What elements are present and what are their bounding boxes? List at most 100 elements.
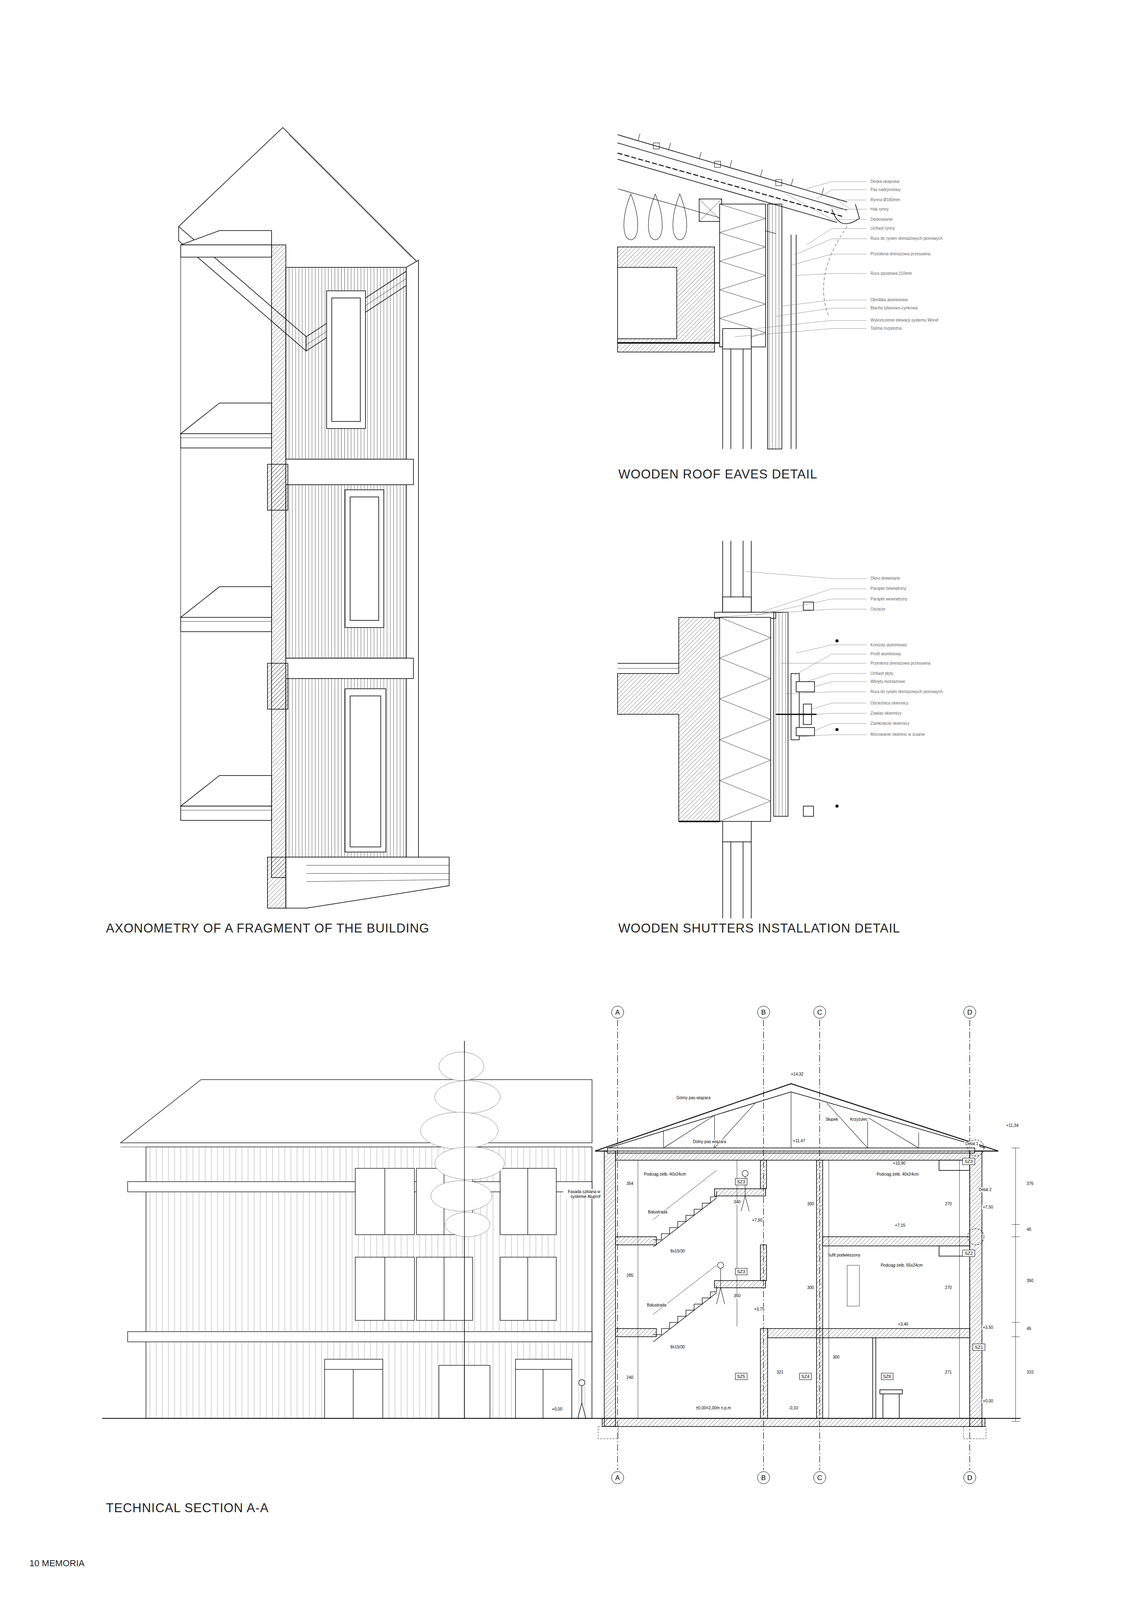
eaves-detail — [729, 160, 732, 168]
level-mark: +7,50 — [751, 1218, 764, 1224]
elevation — [542, 1369, 544, 1419]
element-note: Górny pas wiązara — [675, 1095, 712, 1101]
dimension-label: 8x15/30 — [669, 1249, 686, 1254]
elevation — [420, 1112, 499, 1150]
section-a-a — [1011, 1224, 1020, 1226]
eaves-detail — [699, 198, 722, 222]
shutters-detail — [617, 540, 867, 919]
drawing-caption: WOODEN ROOF EAVES DETAIL — [617, 467, 819, 482]
eaves-detail — [653, 142, 660, 149]
axonometry — [180, 257, 181, 434]
shutters-detail — [730, 842, 732, 919]
eaves-detail — [714, 161, 721, 168]
leader-label: Konsola aluminiowa — [869, 642, 908, 648]
axonometry — [180, 621, 272, 622]
node-text: D — [967, 1009, 973, 1017]
elevation — [352, 1369, 354, 1419]
element-tag: SZ3 — [734, 1178, 747, 1186]
eaves-detail — [794, 238, 867, 255]
elevation — [127, 1332, 593, 1343]
elevation — [581, 1386, 582, 1404]
shutters-detail — [775, 714, 817, 716]
leader-label: Zawias okiennicy — [869, 711, 903, 717]
leader-label: Mocowanie okiennic w ścianie — [869, 732, 926, 738]
node-text: SZ6 — [882, 1374, 891, 1380]
section-a-a — [1011, 1322, 1020, 1324]
node-text: SZ2 — [964, 1251, 973, 1256]
dimension-label: 321 — [775, 1370, 785, 1376]
shutters-detail — [780, 663, 867, 664]
section-a-a — [716, 1170, 749, 1305]
grid-axis-marker: D — [963, 1471, 976, 1485]
shutters-detail — [796, 644, 867, 654]
level-mark: +3,75 — [753, 1307, 766, 1313]
leader-label: Deskowanie — [869, 217, 894, 223]
dimension-label: 360 — [732, 1293, 742, 1299]
shutters-detail — [719, 617, 771, 822]
elevation — [430, 1180, 492, 1212]
leader-label: Parapet zewnętrzny — [869, 586, 908, 592]
elevation — [355, 1168, 415, 1235]
eaves-detail — [722, 328, 752, 349]
section-a-a — [867, 1117, 919, 1149]
eaves-detail — [823, 226, 847, 317]
level-mark: +3,40 — [897, 1322, 910, 1328]
leader-label: Wykończenie elewacji systemu Wood — [869, 318, 939, 324]
element-tag: SZ6 — [880, 1373, 893, 1381]
shutters-detail — [755, 598, 867, 616]
node-text: SZ5 — [736, 1374, 745, 1380]
eaves-detail — [668, 142, 671, 151]
axonometry — [267, 663, 288, 710]
level-mark: +11,34 — [1005, 1123, 1020, 1129]
elevation — [384, 1257, 386, 1322]
section-a-a — [963, 1426, 987, 1439]
eaves-detail — [806, 228, 867, 245]
element-note: Balustrada — [647, 1210, 669, 1216]
element-note: Detal 1 — [964, 1141, 980, 1147]
leader-label: Uchwyt płyty — [869, 671, 895, 677]
axonometry — [267, 464, 288, 511]
node-text: SZ3 — [736, 1179, 745, 1185]
element-note: Podciąg żelb. 55x24cm — [879, 1263, 924, 1269]
element-tag: SZ5 — [734, 1373, 747, 1381]
node-text: A — [615, 1474, 620, 1482]
leader-label: Wkręty montażowe — [869, 679, 906, 685]
section-a-a — [598, 1426, 619, 1439]
leader-label: Deska okapowa — [869, 179, 901, 185]
section-a-a — [716, 1288, 721, 1305]
eaves-detail — [734, 181, 867, 338]
leader-label: Profil aluminiowy — [869, 651, 902, 657]
axonometry — [180, 230, 272, 245]
section-a-a — [663, 1092, 919, 1149]
grid-axis-marker: C — [813, 1006, 826, 1019]
section-a-a — [653, 1190, 717, 1240]
grid-axis-line — [819, 1020, 820, 1471]
level-mark: +10,90 — [892, 1161, 907, 1167]
shutters-detail — [835, 639, 839, 643]
leader-label: Rura do rynien drenażowych pionowych — [869, 689, 944, 695]
section-a-a — [959, 1160, 960, 1419]
shutters-detail — [617, 668, 680, 669]
axonometry — [285, 658, 414, 679]
dimension-label: 45 — [1025, 1227, 1032, 1233]
section-a-a — [1011, 1147, 1020, 1149]
element-note: Podciąg żelb. 40x24cm — [643, 1172, 687, 1178]
eaves-detail — [816, 189, 867, 200]
elevation — [102, 1040, 1021, 1419]
eaves-detail — [722, 348, 724, 449]
leader-label: Uchwyt rynny — [869, 226, 896, 232]
section-a-a — [969, 1151, 982, 1428]
eaves-detail — [617, 342, 720, 344]
shutters-detail — [714, 571, 867, 738]
node-text: SZ4 — [801, 1374, 810, 1380]
shutters-detail — [794, 654, 867, 676]
section-a-a — [653, 1198, 717, 1248]
eaves-detail — [617, 134, 848, 203]
section-a-a — [608, 1092, 985, 1149]
dimension-label: 310 — [1025, 1370, 1035, 1376]
axonometry — [180, 631, 181, 807]
eaves-detail — [617, 246, 715, 353]
shutters-detail — [806, 673, 867, 682]
eaves-detail — [719, 204, 766, 347]
